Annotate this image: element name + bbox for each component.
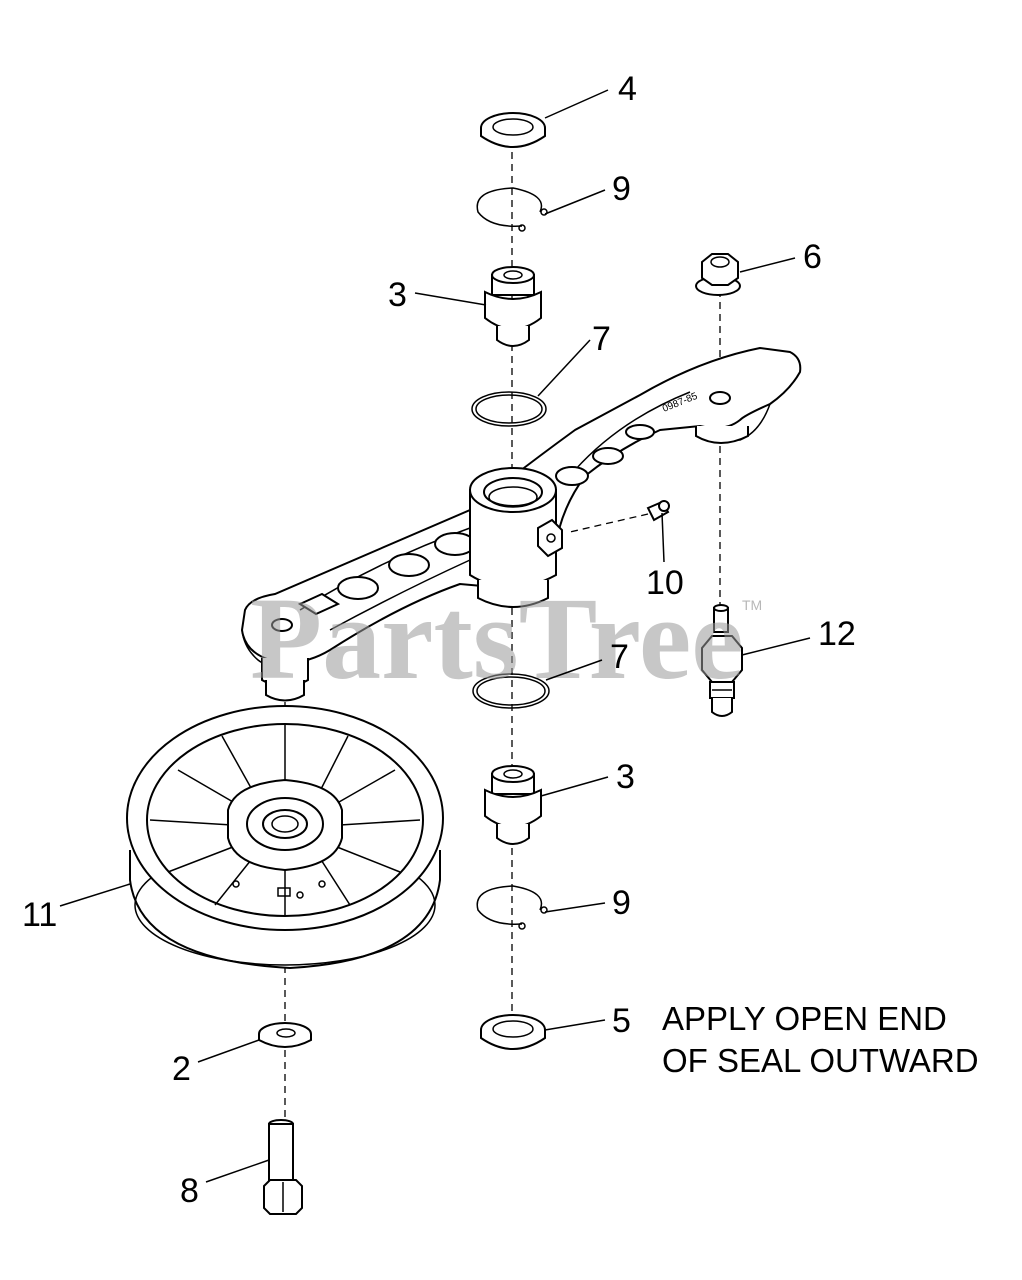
grease-fitting <box>569 500 670 533</box>
callout-bolt: 8 <box>180 1172 199 1210</box>
seal-bottom <box>480 1014 546 1050</box>
callout-bearing-bottom: 3 <box>616 758 635 796</box>
callout-seal-top: 4 <box>618 70 637 108</box>
seal-top <box>480 112 546 148</box>
callout-snap-ring-top: 9 <box>612 170 631 208</box>
callout-idler-pulley: 11 <box>22 896 57 934</box>
watermark-trademark: TM <box>742 597 762 613</box>
o-ring-top <box>471 391 547 427</box>
flange-nut <box>695 253 741 296</box>
callout-seal-bottom: 5 <box>612 1002 631 1040</box>
note-line-1: APPLY OPEN END <box>662 1000 947 1037</box>
assembly-note: APPLY OPEN END OF SEAL OUTWARD <box>662 1000 979 1079</box>
callout-o-ring-bottom: 7 <box>610 638 629 676</box>
shoulder-stud <box>701 604 743 717</box>
leader-lines <box>59 89 811 1183</box>
idler-pulley <box>126 705 444 970</box>
callout-snap-ring-bottom: 9 <box>612 884 631 922</box>
callout-flange-nut: 6 <box>803 238 822 276</box>
watermark: PartsTree <box>250 573 744 704</box>
washer <box>258 1022 312 1048</box>
callout-o-ring-top: 7 <box>592 320 611 358</box>
idler-arm: 0987-85 <box>240 346 802 702</box>
callout-washer: 2 <box>172 1050 191 1088</box>
snap-ring-top <box>476 187 548 232</box>
bolt <box>263 1119 303 1215</box>
snap-ring-bottom <box>476 885 548 930</box>
callout-bearing-top: 3 <box>388 276 407 314</box>
callout-grease-fitting: 10 <box>646 564 684 602</box>
callout-labels: 4 9 3 6 7 10 12 7 3 11 9 5 2 8 <box>22 70 856 1210</box>
note-line-2: OF SEAL OUTWARD <box>662 1042 979 1079</box>
bearing-bottom <box>484 765 542 845</box>
bearing-top <box>484 266 542 347</box>
o-ring-bottom <box>472 673 550 709</box>
callout-shoulder-stud: 12 <box>818 615 856 653</box>
